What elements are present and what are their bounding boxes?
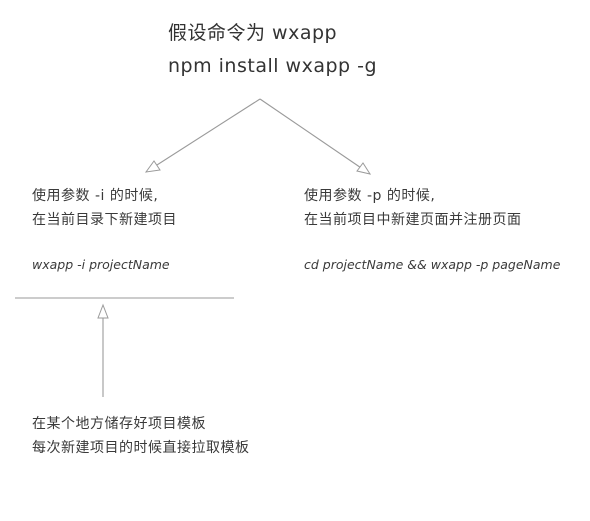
header-line-2: npm install wxapp -g [168,55,378,77]
header-line-1: 假设命令为 wxapp [168,22,338,44]
left-branch-line-1: 使用参数 -i 的时候, [32,188,159,204]
arrow-to-left-branch [144,98,261,173]
arrow-from-template-note [97,303,109,397]
left-branch-command: wxapp -i projectName [32,257,170,272]
template-note-line-1: 在某个地方储存好项目模板 [32,416,206,432]
right-branch-line-2: 在当前项目中新建页面并注册页面 [304,212,522,228]
template-note-line-2: 每次新建项目的时候直接拉取模板 [32,440,250,456]
arrow-to-right-branch [259,98,372,175]
left-branch-line-2: 在当前目录下新建项目 [32,212,177,228]
right-branch-line-1: 使用参数 -p 的时候, [304,188,436,204]
right-branch-command: cd projectName && wxapp -p pageName [304,257,561,272]
